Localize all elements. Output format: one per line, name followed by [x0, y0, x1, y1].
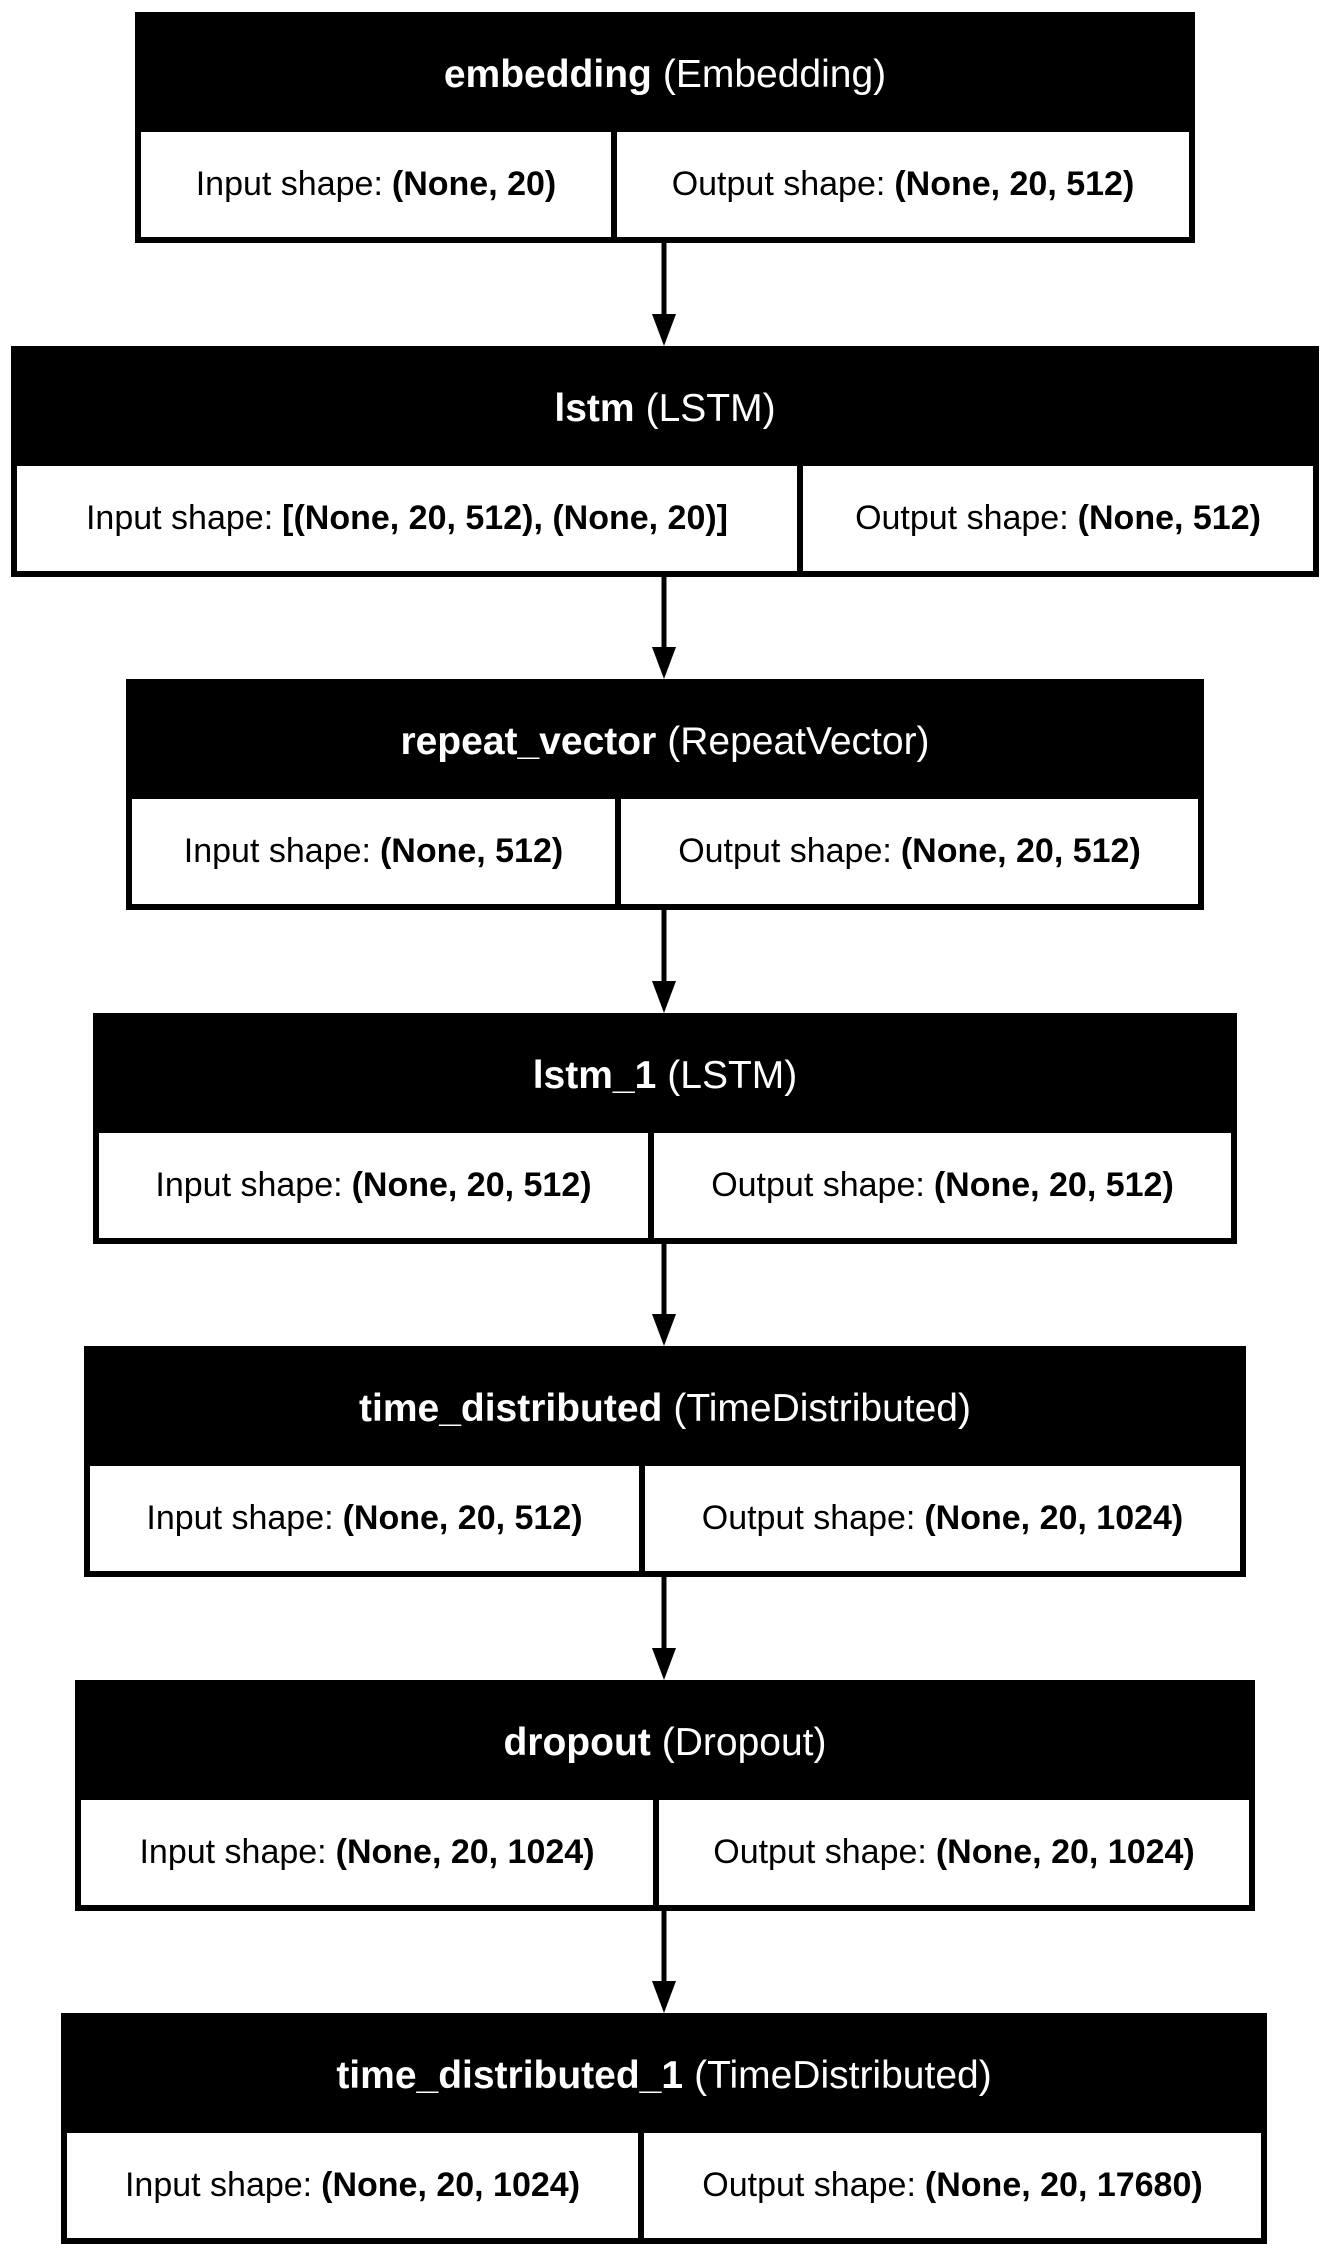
output-shape-cell: Output shape: (None, 512): [803, 466, 1313, 571]
output-shape-value: (None, 20, 512): [894, 165, 1135, 203]
layer-name: lstm: [554, 387, 635, 430]
layer-type: (TimeDistributed): [694, 2054, 992, 2097]
input-shape-label: Input shape:: [85, 499, 274, 537]
input-shape-value: (None, 512): [379, 832, 564, 870]
layer-type: (LSTM): [667, 1054, 798, 1097]
output-shape-value: (None, 20, 512): [933, 1166, 1174, 1204]
input-shape-label: Input shape:: [155, 1166, 343, 1204]
edge-arrow: [652, 1577, 676, 1680]
layer-node: lstm (LSTM) Input shape: [(None, 20, 512…: [11, 346, 1319, 577]
edge-arrow: [652, 1244, 676, 1346]
output-shape-label: Output shape:: [711, 1166, 925, 1204]
layer-name: time_distributed: [359, 1387, 663, 1430]
layer-name: repeat_vector: [400, 720, 657, 763]
layer-type: (RepeatVector): [667, 720, 930, 763]
edge-arrow: [652, 910, 676, 1013]
output-shape-label: Output shape:: [678, 832, 892, 870]
input-shape-value: (None, 20, 512): [342, 1499, 583, 1537]
layer-type: (Embedding): [662, 53, 887, 96]
input-shape-value: (None, 20, 1024): [321, 2166, 581, 2204]
layer-header: lstm_1 (LSTM): [99, 1019, 1231, 1133]
input-shape-cell: Input shape: (None, 20, 1024): [81, 1800, 659, 1905]
layer-node: embedding (Embedding) Input shape: (None…: [135, 12, 1195, 243]
output-shape-value: (None, 20, 1024): [935, 1833, 1195, 1871]
layer-node: lstm_1 (LSTM) Input shape: (None, 20, 51…: [93, 1013, 1237, 1244]
output-shape-cell: Output shape: (None, 20, 17680): [644, 2133, 1261, 2238]
output-shape-label: Output shape:: [713, 1833, 927, 1871]
input-shape-cell: Input shape: (None, 20): [141, 132, 617, 237]
layer-type: (Dropout): [661, 1721, 827, 1764]
output-shape-cell: Output shape: (None, 20, 512): [621, 799, 1198, 904]
input-shape-value: (None, 20, 1024): [335, 1833, 595, 1871]
layer-type: (TimeDistributed): [673, 1387, 971, 1430]
input-shape-label: Input shape:: [146, 1499, 334, 1537]
input-shape-cell: Input shape: (None, 512): [132, 799, 621, 904]
output-shape-label: Output shape:: [702, 2166, 916, 2204]
input-shape-cell: Input shape: (None, 20, 1024): [67, 2133, 644, 2238]
input-shape-value: [(None, 20, 512), (None, 20)]: [282, 499, 729, 537]
output-shape-label: Output shape:: [855, 499, 1069, 537]
output-shape-value: (None, 20, 1024): [924, 1499, 1184, 1537]
layer-node: time_distributed_1 (TimeDistributed) Inp…: [61, 2013, 1267, 2244]
layer-header: embedding (Embedding): [141, 18, 1189, 132]
layer-name: dropout: [503, 1721, 651, 1764]
output-shape-label: Output shape:: [671, 165, 886, 203]
output-shape-cell: Output shape: (None, 20, 1024): [659, 1800, 1249, 1905]
layer-name: lstm_1: [532, 1054, 657, 1097]
layer-name: embedding: [443, 53, 652, 96]
input-shape-label: Input shape:: [195, 165, 383, 203]
output-shape-value: (None, 20, 17680): [924, 2166, 1203, 2204]
layer-header: time_distributed_1 (TimeDistributed): [67, 2019, 1261, 2133]
edge-arrow: [652, 243, 676, 346]
input-shape-label: Input shape:: [124, 2166, 313, 2204]
output-shape-label: Output shape:: [701, 1499, 916, 1537]
output-shape-cell: Output shape: (None, 20, 1024): [645, 1466, 1240, 1571]
output-shape-value: (None, 20, 512): [900, 832, 1141, 870]
output-shape-value: (None, 512): [1077, 499, 1261, 537]
layer-header: repeat_vector (RepeatVector): [132, 685, 1198, 799]
layer-node: time_distributed (TimeDistributed) Input…: [84, 1346, 1246, 1577]
input-shape-cell: Input shape: (None, 20, 512): [90, 1466, 645, 1571]
layer-node: dropout (Dropout) Input shape: (None, 20…: [75, 1680, 1255, 1911]
output-shape-cell: Output shape: (None, 20, 512): [617, 132, 1189, 237]
input-shape-cell: Input shape: (None, 20, 512): [99, 1133, 654, 1238]
layer-header: time_distributed (TimeDistributed): [90, 1352, 1240, 1466]
input-shape-value: (None, 20): [391, 165, 557, 203]
input-shape-value: (None, 20, 512): [351, 1166, 592, 1204]
input-shape-label: Input shape:: [139, 1833, 327, 1871]
layer-type: (LSTM): [645, 387, 776, 430]
layer-header: lstm (LSTM): [17, 352, 1313, 466]
layer-header: dropout (Dropout): [81, 1686, 1249, 1800]
output-shape-cell: Output shape: (None, 20, 512): [654, 1133, 1231, 1238]
edge-arrow: [652, 1911, 676, 2013]
input-shape-label: Input shape:: [183, 832, 371, 870]
edge-arrow: [652, 577, 676, 679]
layer-name: time_distributed_1: [336, 2054, 684, 2097]
input-shape-cell: Input shape: [(None, 20, 512), (None, 20…: [17, 466, 803, 571]
layer-node: repeat_vector (RepeatVector) Input shape…: [126, 679, 1204, 910]
